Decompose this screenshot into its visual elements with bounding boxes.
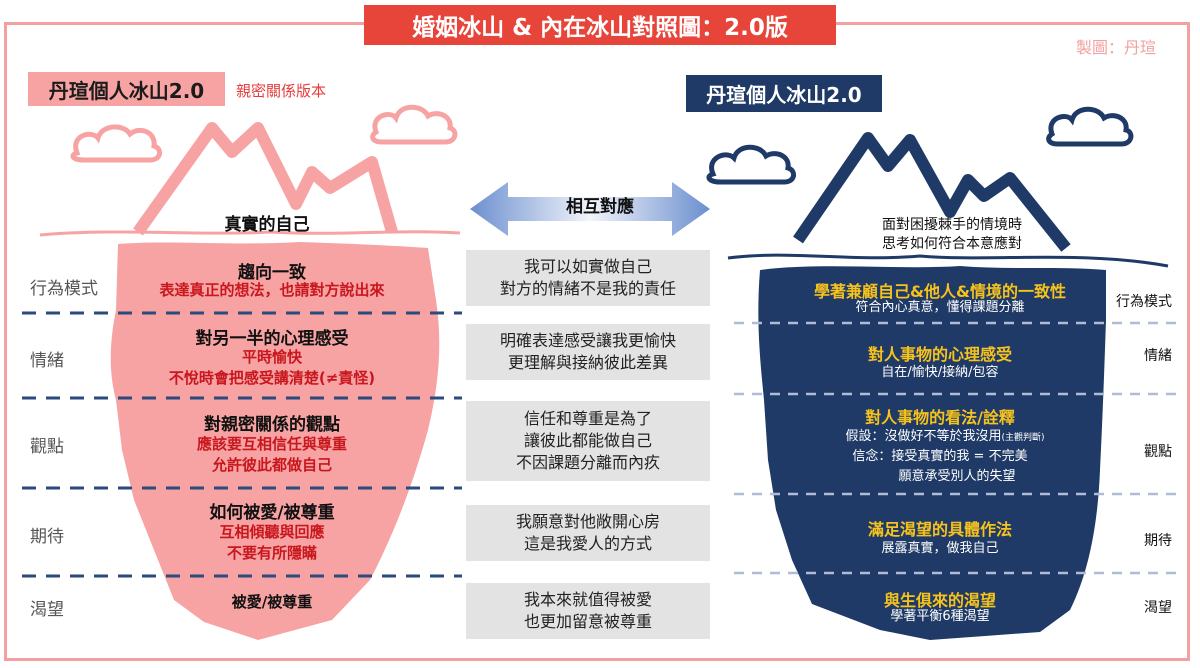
left-water-line	[39, 230, 461, 237]
right-iceberg	[706, 106, 1169, 640]
left-view-sub-2: 允許彼此都做自己	[211, 456, 332, 474]
left-iceberg	[39, 104, 461, 640]
left-dashes	[22, 311, 462, 578]
left-subtitle: 親密關係版本	[236, 82, 327, 100]
middle-box-view-line-3: 不因課題分離而內疚	[515, 453, 660, 472]
middle-box-view-line-2: 讓彼此都能做自己	[523, 431, 652, 450]
right-top-label: 面對困擾棘手的情境時 思考如何符合本意應對	[852, 216, 1052, 254]
left-top-label: 真實的自己	[224, 215, 310, 235]
left-title: 丹瑄個人冰山2.0	[28, 72, 225, 106]
left-category-view: 觀點	[30, 437, 64, 457]
left-view-sub-1: 應該要互相信任與尊重	[196, 435, 347, 453]
right-view-heading: 對人事物的看法/詮釋	[865, 408, 1015, 427]
middle-box-emotion-line-2: 更理解與接納彼此差異	[507, 353, 668, 372]
left-category-yearning: 渴望	[30, 600, 64, 620]
left-expectation-sub-2: 不要有所隱瞞	[226, 544, 317, 562]
right-category-emotion: 情緒	[1144, 348, 1172, 364]
right-yearning-heading: 與生俱來的渴望	[883, 591, 996, 610]
middle-box-yearning-line-2: 也更加留意被尊重	[523, 612, 652, 631]
left-iceberg-peak	[133, 122, 398, 236]
page-title: 婚姻冰山 & 內在冰山對照圖：2.0版	[364, 5, 836, 45]
right-category-yearning: 渴望	[1144, 600, 1172, 616]
right-water-line	[727, 253, 1169, 268]
left-emotion-sub-1: 平時愉快	[241, 348, 302, 366]
middle-box-yearning-line-1: 我本來就值得被愛	[523, 590, 652, 609]
middle-box-expectation-line-2: 這是我愛人的方式	[523, 534, 652, 553]
left-emotion-sub-2: 不悅時會把感受講清楚(≠責怪)	[168, 369, 376, 387]
left-expectation-heading: 如何被愛/被尊重	[209, 503, 335, 523]
double-arrow	[470, 182, 710, 236]
middle-box-behavior: 我可以如實做自己 對方的情緒不是我的責任	[466, 250, 710, 306]
right-view-sub-3: 願意承受別人的失望	[898, 469, 1016, 484]
middle-box-emotion-line-1: 明確表達感受讓我更愉快	[499, 331, 676, 350]
middle-box-behavior-line-2: 對方的情緒不是我的責任	[499, 279, 676, 298]
middle-box-expectation: 我願意對他敞開心房 這是我愛人的方式	[466, 505, 710, 561]
right-emotion-heading: 對人事物的心理感受	[867, 345, 1012, 364]
credit-text: 製圖：丹瑄	[1076, 38, 1157, 57]
right-category-behavior: 行為模式	[1116, 294, 1172, 310]
right-category-expectation: 期待	[1144, 533, 1172, 549]
left-behavior-sub: 表達真正的想法，也請對方說出來	[159, 281, 385, 299]
left-emotion-heading: 對另一半的心理感受	[195, 329, 349, 349]
right-title: 丹瑄個人冰山2.0	[686, 75, 882, 112]
left-cloud-2	[370, 104, 458, 145]
arrow-label: 相互對應	[566, 197, 634, 217]
left-yearning-heading: 被愛/被尊重	[231, 593, 313, 611]
left-behavior-heading: 趨向一致	[238, 263, 306, 283]
left-expectation-sub-1: 互相傾聽與回應	[219, 523, 325, 541]
middle-box-view: 信任和尊重是為了 讓彼此都能做自己 不因課題分離而內疚	[466, 401, 710, 481]
right-expectation-sub: 展露真實，做我自己	[881, 541, 999, 556]
left-category-behavior: 行為模式	[30, 279, 98, 299]
right-top-label-line-1: 面對困擾棘手的情境時	[882, 217, 1022, 233]
left-category-expectation: 期待	[30, 527, 64, 547]
left-category-emotion: 情緒	[30, 351, 64, 371]
right-emotion-sub: 自在/愉快/接納/包容	[881, 365, 999, 380]
right-behavior-heading: 學著兼顧自己&他人&情境的一致性	[814, 282, 1066, 301]
middle-box-expectation-line-1: 我願意對他敞開心房	[515, 512, 660, 531]
left-iceberg-body	[110, 242, 440, 640]
middle-box-yearning: 我本來就值得被愛 也更加留意被尊重	[466, 583, 710, 639]
right-view-sub-1: 假設：沒做好不等於我沒用	[845, 429, 1002, 444]
middle-box-emotion: 明確表達感受讓我更愉快 更理解與接納彼此差異	[466, 324, 710, 380]
middle-box-view-line-1: 信任和尊重是為了	[523, 409, 652, 428]
middle-box-behavior-line-1: 我可以如實做自己	[523, 257, 652, 276]
right-category-view: 觀點	[1144, 444, 1172, 460]
left-view-heading: 對親密關係的觀點	[204, 415, 340, 435]
right-iceberg-body	[758, 266, 1106, 640]
right-cloud-1	[706, 144, 796, 185]
left-cloud-1	[70, 124, 162, 163]
right-cloud-2	[1046, 106, 1134, 147]
right-expectation-heading: 滿足渴望的具體作法	[867, 520, 1012, 539]
right-iceberg-peak	[793, 132, 1071, 252]
right-dashes	[734, 321, 1178, 575]
right-yearning-sub: 學著平衡6種渴望	[890, 609, 990, 624]
right-top-label-line-2: 思考如何符合本意應對	[882, 236, 1022, 252]
right-view-note: (主觀判斷)	[1001, 433, 1045, 443]
right-view-sub-1-wrap: 假設：沒做好不等於我沒用(主觀判斷)	[800, 427, 1090, 448]
right-behavior-sub: 符合內心真意，懂得課題分離	[855, 300, 1025, 315]
right-view-sub-2: 信念：接受真實的我 = 不完美	[852, 449, 1028, 464]
